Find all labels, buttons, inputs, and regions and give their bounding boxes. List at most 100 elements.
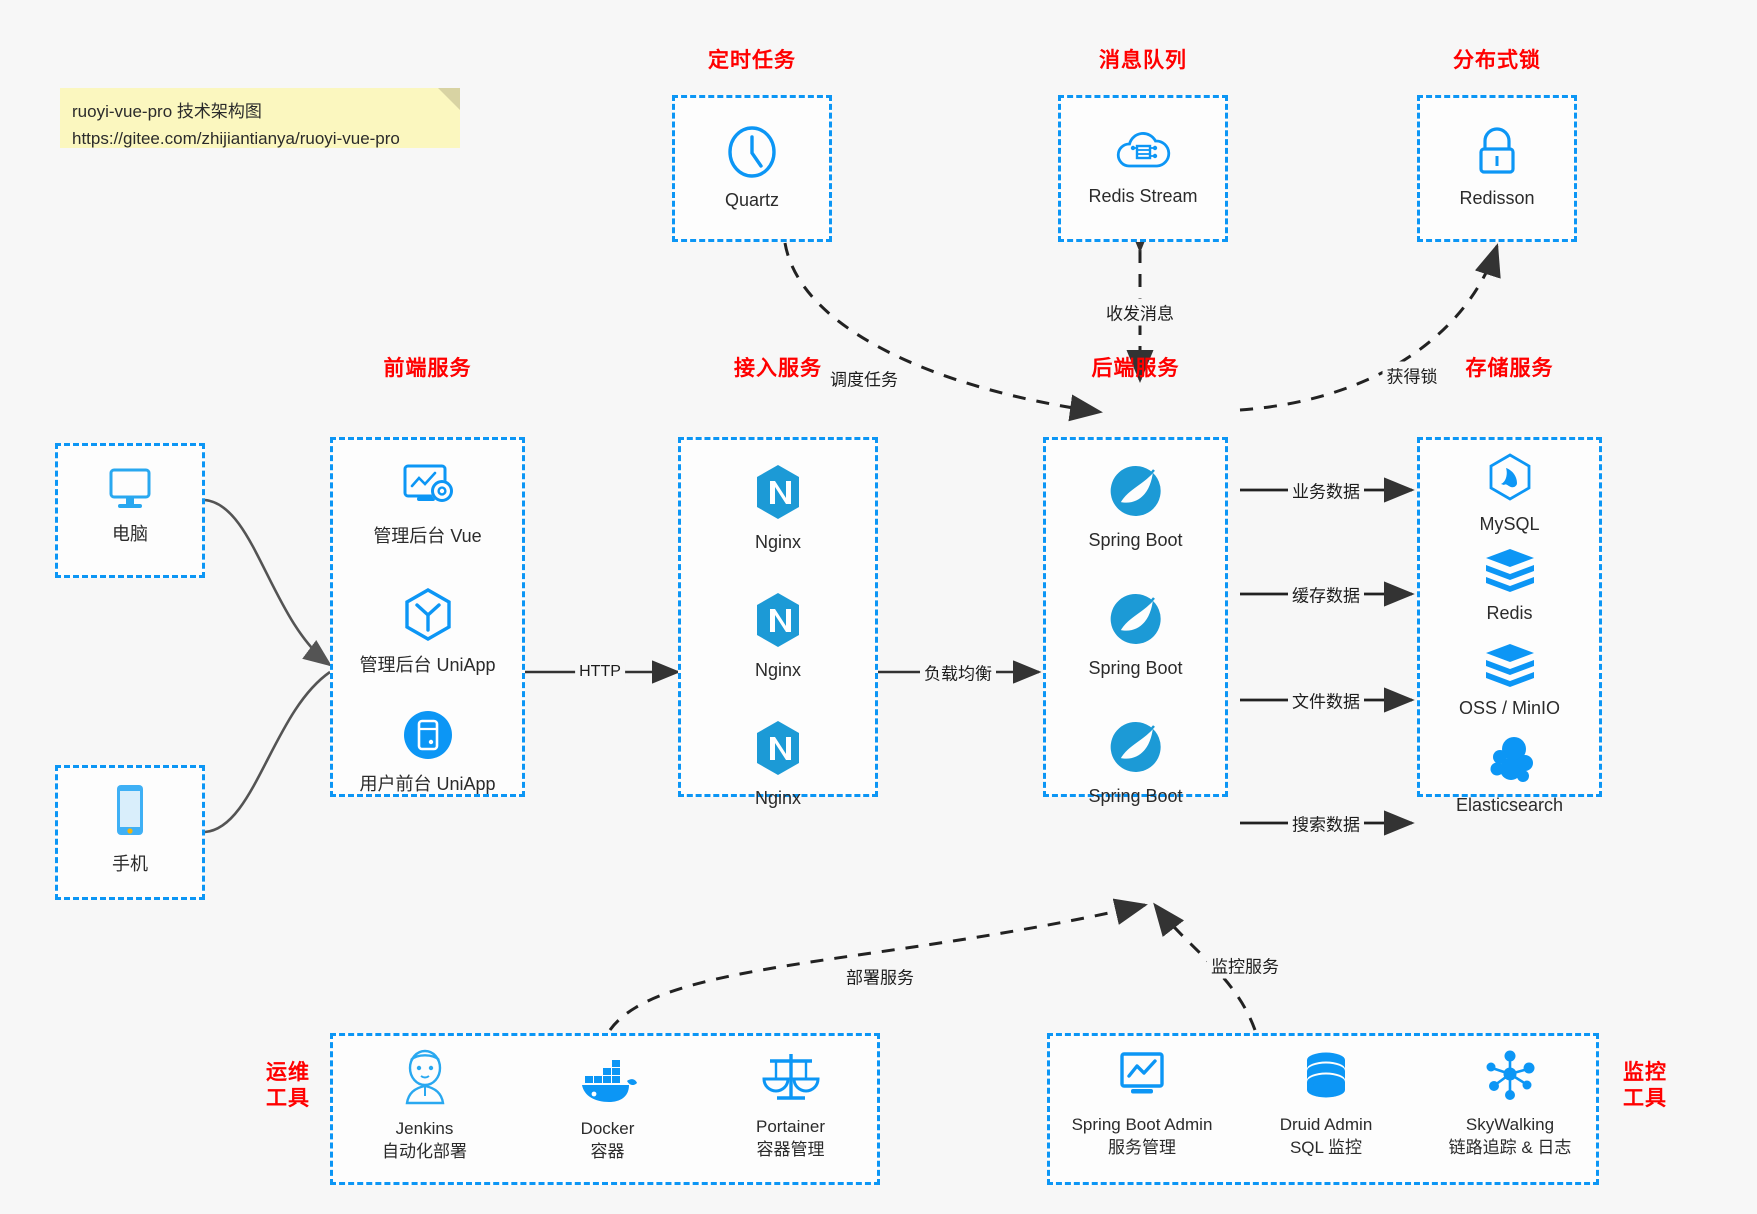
database-cylinder-icon	[1307, 1052, 1345, 1098]
node-quartz[interactable]: Quartz	[675, 124, 829, 212]
node-mysql[interactable]: MySQL	[1420, 452, 1599, 536]
edge-desktop-to-frontend	[204, 498, 333, 667]
docker-whale-icon	[581, 1060, 637, 1102]
node-desc: 自动化部署	[382, 1141, 467, 1161]
group-title-access: 接入服务	[734, 357, 822, 380]
desktop-monitor-icon	[109, 468, 151, 508]
node-label: 管理后台 UniApp	[359, 655, 496, 675]
group-title-storage: 存储服务	[1465, 357, 1554, 380]
client-box-mobile: 手机	[55, 765, 205, 900]
hexagon-cube-icon	[404, 588, 451, 641]
node-desc: SQL 监控	[1289, 1137, 1363, 1157]
node-jenkins[interactable]: Jenkins 自动化部署	[333, 1048, 516, 1164]
edge-label-monitor-service: 监控服务	[1207, 951, 1283, 979]
edge-label-search-data: 搜索数据	[1288, 809, 1364, 837]
node-name: SkyWalking	[1465, 1115, 1555, 1134]
note-url-line: https://gitee.com/zhijiantianya/ruoyi-vu…	[72, 129, 400, 149]
group-title-backend: 后端服务	[1091, 357, 1180, 380]
group-box-backend: Spring Boot Spring Boot Spring Boot	[1043, 437, 1228, 806]
node-nginx-3[interactable]: Nginx	[681, 718, 875, 810]
monitor-title-line1: 监控	[1623, 1061, 1667, 1084]
node-desc: 容器管理	[756, 1139, 825, 1159]
group-box-message-queue: Redis Stream	[1058, 95, 1228, 242]
clock-icon	[728, 126, 776, 178]
node-springboot-2[interactable]: Spring Boot	[1046, 590, 1225, 680]
edge-label-business-data: 业务数据	[1288, 476, 1364, 504]
spring-boot-icon	[1110, 593, 1161, 644]
edge-label-http: HTTP	[575, 662, 625, 682]
ops-title-line2: 工具	[266, 1087, 310, 1111]
node-name: Jenkins	[395, 1119, 454, 1138]
group-box-distributed-lock: Redisson	[1417, 95, 1577, 242]
node-druid-admin[interactable]: Druid Admin SQL 监控	[1234, 1048, 1418, 1160]
node-springboot-1[interactable]: Spring Boot	[1046, 462, 1225, 552]
note-title-line: ruoyi-vue-pro 技术架构图	[72, 102, 262, 121]
node-name: Spring Boot Admin	[1071, 1115, 1213, 1134]
spring-boot-icon	[1110, 465, 1161, 516]
group-title-message-queue: 消息队列	[1099, 49, 1187, 72]
node-mobile[interactable]: 手机	[58, 782, 202, 876]
node-label: 用户前台 UniApp	[359, 774, 496, 794]
lock-icon	[1479, 127, 1515, 174]
group-box-storage: MySQL Redis OSS / MinIO	[1417, 437, 1602, 815]
edge-label-deploy-service: 部署服务	[842, 962, 918, 990]
node-desktop[interactable]: 电脑	[58, 464, 202, 546]
node-desc: 服务管理	[1108, 1137, 1176, 1157]
node-nginx-2[interactable]: Nginx	[681, 590, 875, 682]
node-label: Spring Boot	[1088, 786, 1183, 806]
node-label: Quartz	[724, 190, 780, 210]
ops-title-line1: 运维	[266, 1061, 310, 1084]
group-box-ops-tools: Jenkins 自动化部署 Docker 容器	[330, 1033, 880, 1185]
client-box-desktop: 电脑	[55, 443, 205, 578]
node-elasticsearch[interactable]: Elasticsearch	[1420, 735, 1599, 817]
node-user-uniapp[interactable]: 用户前台 UniApp	[333, 708, 522, 796]
node-label: 电脑	[112, 524, 148, 544]
nginx-icon	[757, 593, 799, 647]
jenkins-icon	[405, 1049, 444, 1105]
node-desc: 容器	[590, 1141, 625, 1161]
node-label: Spring Boot	[1088, 658, 1183, 678]
monitor-title-line2: 工具	[1623, 1087, 1667, 1111]
group-title-ops-tools: 运维 工具	[258, 1060, 318, 1113]
group-title-frontend: 前端服务	[383, 357, 472, 380]
node-label: Redis	[1486, 603, 1533, 623]
redis-icon	[1485, 644, 1534, 687]
app-circle-icon	[403, 711, 452, 759]
node-skywalking[interactable]: SkyWalking 链路追踪 & 日志	[1418, 1048, 1602, 1160]
node-desc: 链路追踪 & 日志	[1448, 1137, 1572, 1157]
mysql-icon	[1489, 453, 1530, 501]
node-label: MySQL	[1479, 514, 1540, 534]
redis-icon	[1485, 549, 1534, 592]
group-title-monitor-tools: 监控 工具	[1615, 1060, 1675, 1113]
nginx-icon	[757, 721, 799, 775]
node-label: Redis Stream	[1088, 186, 1198, 206]
elasticsearch-icon	[1490, 737, 1533, 782]
node-name: Druid Admin	[1279, 1115, 1373, 1134]
node-admin-uniapp[interactable]: 管理后台 UniApp	[333, 585, 522, 677]
node-redisson[interactable]: Redisson	[1420, 124, 1574, 210]
node-springboot-3[interactable]: Spring Boot	[1046, 718, 1225, 808]
group-box-scheduled-tasks: Quartz	[672, 95, 832, 242]
nginx-icon	[757, 465, 799, 519]
node-name: Docker	[580, 1119, 635, 1138]
node-admin-vue[interactable]: 管理后台 Vue	[333, 460, 522, 548]
node-redis[interactable]: Redis	[1420, 545, 1599, 625]
node-label: 手机	[112, 854, 148, 874]
node-nginx-1[interactable]: Nginx	[681, 462, 875, 554]
node-portainer[interactable]: Portainer 容器管理	[699, 1048, 882, 1162]
node-redis-stream[interactable]: Redis Stream	[1061, 124, 1225, 208]
note-fold-corner	[438, 88, 460, 110]
node-spring-boot-admin[interactable]: Spring Boot Admin 服务管理	[1050, 1048, 1234, 1160]
monitor-chart-icon	[1120, 1052, 1164, 1094]
node-label: Nginx	[754, 532, 802, 552]
node-label: 管理后台 Vue	[373, 526, 482, 546]
group-box-access: Nginx Nginx Nginx	[678, 437, 878, 808]
group-title-scheduled-tasks: 定时任务	[708, 49, 796, 72]
cloud-network-icon	[1116, 132, 1171, 168]
edge-label-send-receive-message: 收发消息	[1102, 298, 1178, 326]
edge-label-cache-data: 缓存数据	[1288, 580, 1364, 608]
node-oss-minio[interactable]: OSS / MinIO	[1420, 640, 1599, 720]
node-docker[interactable]: Docker 容器	[516, 1048, 699, 1164]
edge-label-file-data: 文件数据	[1288, 686, 1364, 714]
